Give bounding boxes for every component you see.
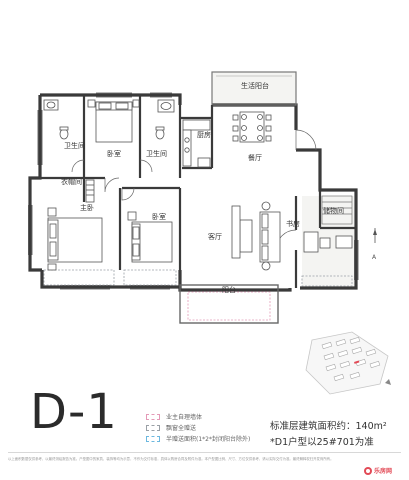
legend-swatch-pink [146, 413, 160, 420]
unit-code: D-1 [30, 384, 118, 440]
legend-swatch-blue [146, 435, 160, 442]
bedroom-mid-label: 卧室 [152, 212, 166, 221]
dining-label: 餐厅 [248, 153, 262, 162]
balcony-bottom-label: 阳台 [222, 285, 236, 294]
living-room-label: 客厅 [208, 232, 222, 241]
legend-label: 飘窗全赠送 [166, 425, 197, 432]
study-label: 书房 [286, 219, 300, 228]
footer-divider [8, 452, 401, 453]
brand-logo: 乐房网 [364, 466, 392, 475]
bath-mid-label: 卫生间 [146, 149, 167, 158]
master-bedroom-label: 主卧 [80, 203, 94, 212]
floor-area-text: 标准层建筑面积约：140m² [270, 421, 387, 432]
bath-left-label: 卫生间 [64, 141, 85, 150]
legend-swatch-gray [146, 424, 160, 431]
closet-label: 衣帽间 [61, 177, 82, 186]
brand-name: 乐房网 [374, 468, 393, 475]
legend-item-half-area: 半赠送面积(1*2*封闭阳台除外) [146, 433, 250, 444]
compass-label: A [372, 254, 377, 261]
legend-label: 业主自理墙体 [166, 414, 203, 421]
storage-label: 储物间 [323, 206, 344, 215]
bedroom-top-label: 卧室 [107, 149, 121, 158]
brand-mark-icon [364, 466, 372, 475]
kitchen-label: 厨房 [197, 130, 211, 139]
legend-label: 半赠送面积(1*2*封闭阳台除外) [166, 436, 251, 443]
legend-item-owner-wall: 业主自理墙体 [146, 411, 250, 422]
balcony-top-label: 生活阳台 [241, 81, 269, 90]
legend: 业主自理墙体 飘窗全赠送 半赠送面积(1*2*封闭阳台除外) [146, 411, 250, 444]
site-plan-thumbnail [305, 331, 391, 395]
legend-item-bay-window: 飘窗全赠送 [146, 422, 250, 433]
disclaimer-text: 以上面积数据仅供参考，以最终测绘报告为准。户型图中的家具、装饰等均为示意，不作为… [8, 457, 334, 461]
unit-basis-text: *D1户型以25#701为准 [270, 437, 374, 448]
floor-plan: 生活阳台 厨房 餐厅 卫生间 卧室 卫生间 衣帽间 主卧 卧室 客厅 书房 储物… [28, 71, 391, 395]
north-arrow-icon [373, 228, 377, 243]
